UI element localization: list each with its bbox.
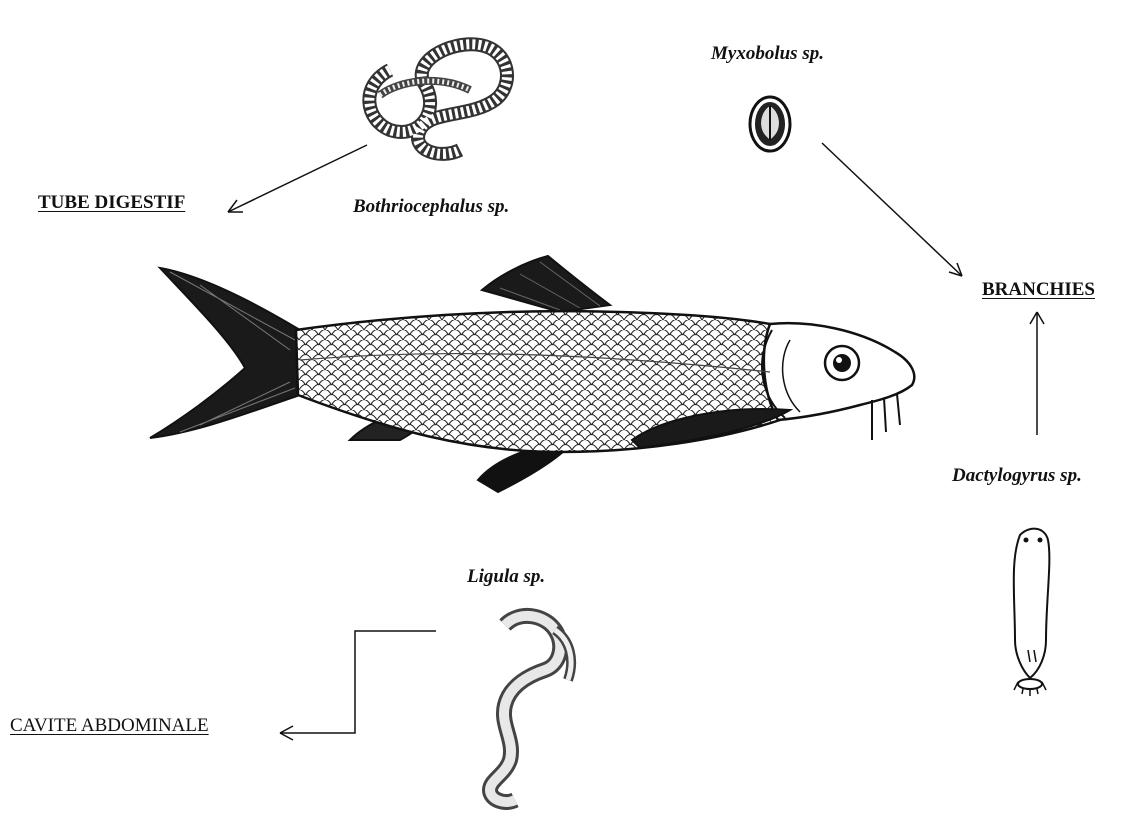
bothriocephalus-illustration <box>369 44 507 154</box>
arrow-ligula-to-cavite <box>280 631 436 733</box>
arrow-to-tube-digestif <box>228 145 367 212</box>
dactylogyrus-illustration <box>1014 529 1050 696</box>
organ-label-tube-digestif: TUBE DIGESTIF <box>38 192 185 214</box>
species-label-ligula: Ligula sp. <box>467 566 545 588</box>
organ-label-cavite-abdominale: CAVITE ABDOMINALE <box>10 715 209 737</box>
ligula-illustration <box>490 616 571 802</box>
fish-dorsal-fin <box>482 256 610 312</box>
species-label-myxobolus: Myxobolus sp. <box>711 43 824 65</box>
species-label-dactylogyrus: Dactylogyrus sp. <box>952 465 1082 487</box>
arrow-myxobolus-to-branchies <box>822 143 962 276</box>
species-label-bothriocephalus: Bothriocephalus sp. <box>353 196 509 218</box>
fish-tail-fin <box>150 268 300 438</box>
fish-illustration <box>150 256 914 492</box>
organ-label-branchies: BRANCHIES <box>982 279 1095 301</box>
myxobolus-illustration <box>750 97 790 151</box>
